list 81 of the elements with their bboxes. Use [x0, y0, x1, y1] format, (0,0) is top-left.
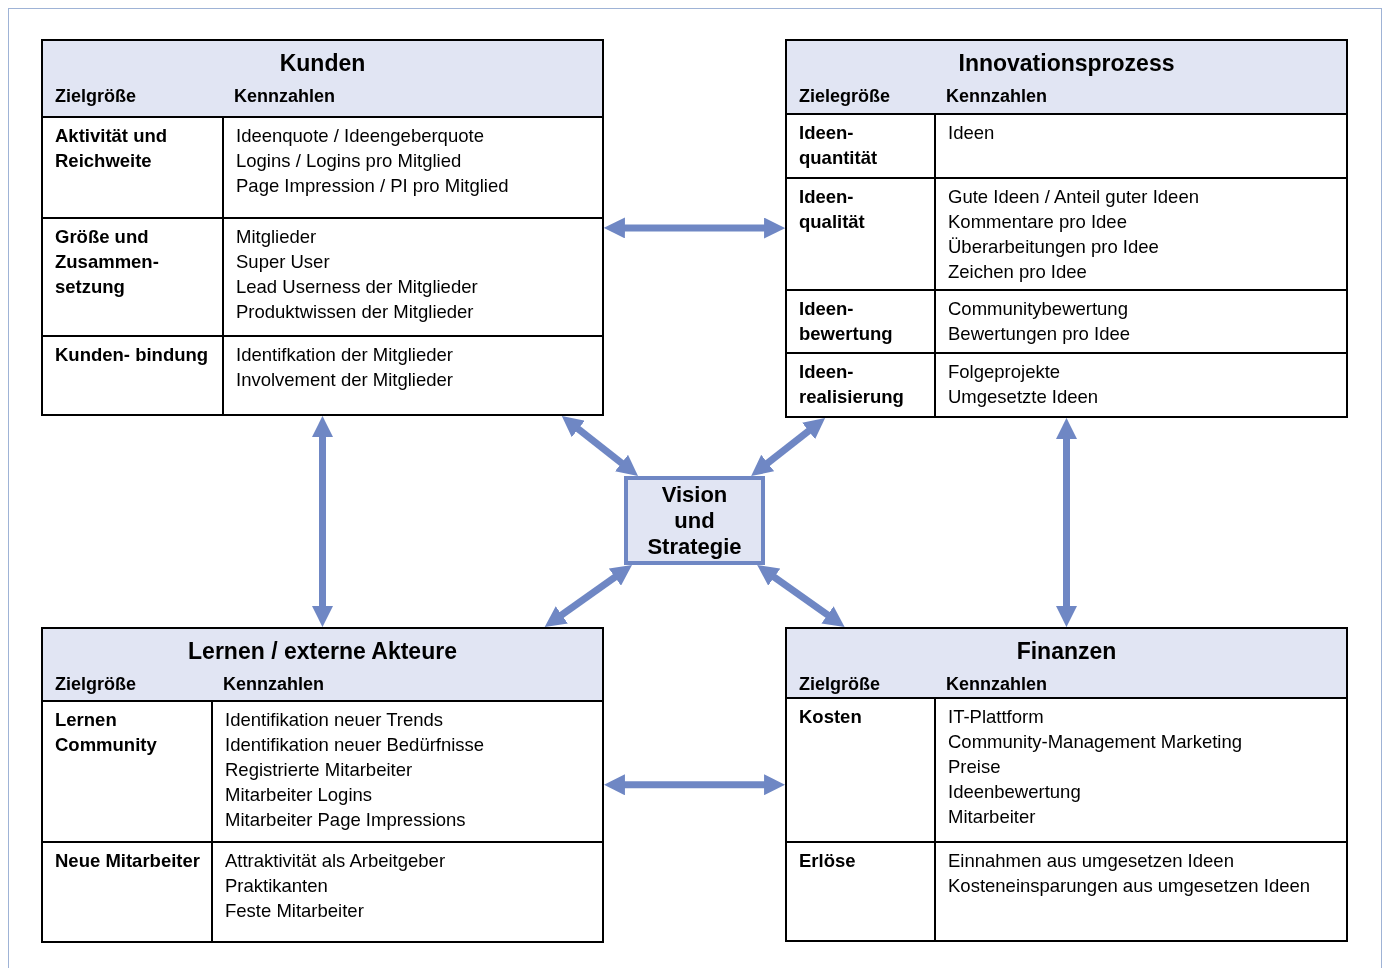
metric-cell — [934, 289, 1346, 352]
column-heading: Kennzahlen — [946, 85, 1047, 108]
double-arrow — [603, 774, 786, 796]
goal-text: Kosten — [799, 705, 863, 729]
column-heading: Zielgröße — [55, 85, 136, 108]
metric-text: IT-Plattform — [948, 705, 1045, 729]
goal-text: Aktivität und Reichweite — [55, 124, 169, 173]
goal-text: Lernen Community — [55, 708, 158, 757]
table-title: Innovationsprozess — [957, 49, 1176, 77]
table-title: Kunden — [278, 49, 367, 77]
metric-text: Gute Ideen / Anteil guter Ideen — [948, 185, 1200, 209]
scorecard-table — [41, 39, 604, 416]
metric-text: Zeichen pro Idee — [948, 260, 1088, 284]
metric-text: Feste Mitarbeiter — [225, 899, 365, 923]
column-heading: Kennzahlen — [946, 673, 1047, 696]
metric-text: Einnahmen aus umgesetzen Ideen — [948, 849, 1235, 873]
goal-text: Größe und Zusammen- setzung — [55, 225, 160, 299]
metric-text: Registrierte Mitarbeiter — [225, 758, 414, 782]
metric-text: Logins / Logins pro Mitglied — [236, 149, 463, 173]
metric-cell — [222, 116, 602, 217]
goal-text: Ideen- qualität — [799, 185, 866, 234]
goal-text: Ideen- bewertung — [799, 297, 894, 346]
column-heading: Kennzahlen — [223, 673, 324, 696]
metric-text: Kosteneinsparungen aus umgesetzen Ideen — [948, 874, 1312, 898]
metric-text: Super User — [236, 250, 331, 274]
metric-text: Involvement der Mitglieder — [236, 368, 454, 392]
metric-cell — [934, 352, 1346, 416]
metric-cell — [934, 697, 1346, 841]
table-title: Lernen / externe Akteure — [187, 637, 458, 665]
metric-text: Identifikation neuer Bedürfnisse — [225, 733, 486, 757]
metric-cell — [222, 335, 602, 414]
metric-text: Mitarbeiter — [948, 805, 1037, 829]
metric-text: Überarbeitungen pro Idee — [948, 235, 1160, 259]
metric-text: Preise — [948, 755, 1002, 779]
scorecard-table — [785, 627, 1348, 942]
metric-cell — [934, 841, 1346, 940]
center-text: Vision und Strategie — [646, 481, 743, 560]
goal-text: Neue Mitarbeiter — [55, 849, 201, 873]
metric-text: Mitarbeiter Logins — [225, 783, 374, 807]
metric-cell — [222, 217, 602, 335]
scorecard-table — [41, 627, 604, 943]
double-arrow — [757, 564, 845, 628]
metric-text: Produktwissen der Mitglieder — [236, 300, 475, 324]
metric-text: Communitybewertung — [948, 297, 1129, 321]
metric-text: Mitarbeiter Page Impressions — [225, 808, 467, 832]
double-arrow — [1056, 417, 1077, 628]
column-heading: Zielgröße — [55, 673, 136, 696]
metric-cell — [934, 177, 1346, 289]
goal-text: Ideen- realisierung — [799, 360, 905, 409]
scorecard-table — [785, 39, 1348, 418]
metric-text: Mitglieder — [236, 225, 318, 249]
metric-text: Ideen — [948, 121, 996, 145]
metric-text: Ideenbewertung — [948, 780, 1082, 804]
double-arrow — [603, 217, 786, 239]
metric-text: Kommentare pro Idee — [948, 210, 1128, 234]
column-heading: Kennzahlen — [234, 85, 335, 108]
column-heading: Zielegröße — [799, 85, 891, 108]
metric-text: Lead Userness der Mitglieder — [236, 275, 479, 299]
double-arrow — [561, 415, 638, 477]
metric-cell — [211, 700, 602, 841]
metric-text: Umgesetzte Ideen — [948, 385, 1100, 409]
table-title: Finanzen — [1015, 637, 1118, 665]
metric-text: Folgeprojekte — [948, 360, 1062, 384]
metric-cell — [211, 841, 602, 941]
metric-text: Attraktivität als Arbeitgeber — [225, 849, 447, 873]
metric-text: Identifkation der Mitglieder — [236, 343, 454, 367]
metric-text: Identifikation neuer Trends — [225, 708, 445, 732]
column-heading: Zielgröße — [799, 673, 880, 696]
double-arrow — [544, 564, 632, 628]
metric-text: Bewertungen pro Idee — [948, 322, 1132, 346]
metric-cell — [934, 113, 1346, 177]
goal-text: Kunden- bindung — [55, 343, 210, 367]
metric-text: Community-Management Marketing — [948, 730, 1244, 754]
metric-text: Page Impression / PI pro Mitglied — [236, 174, 510, 198]
goal-text: Erlöse — [799, 849, 857, 873]
double-arrow — [751, 418, 826, 476]
goal-text: Ideen- quantität — [799, 121, 879, 170]
metric-text: Ideenquote / Ideengeberquote — [236, 124, 485, 148]
double-arrow — [312, 415, 333, 628]
metric-text: Praktikanten — [225, 874, 329, 898]
center-box — [624, 476, 765, 565]
